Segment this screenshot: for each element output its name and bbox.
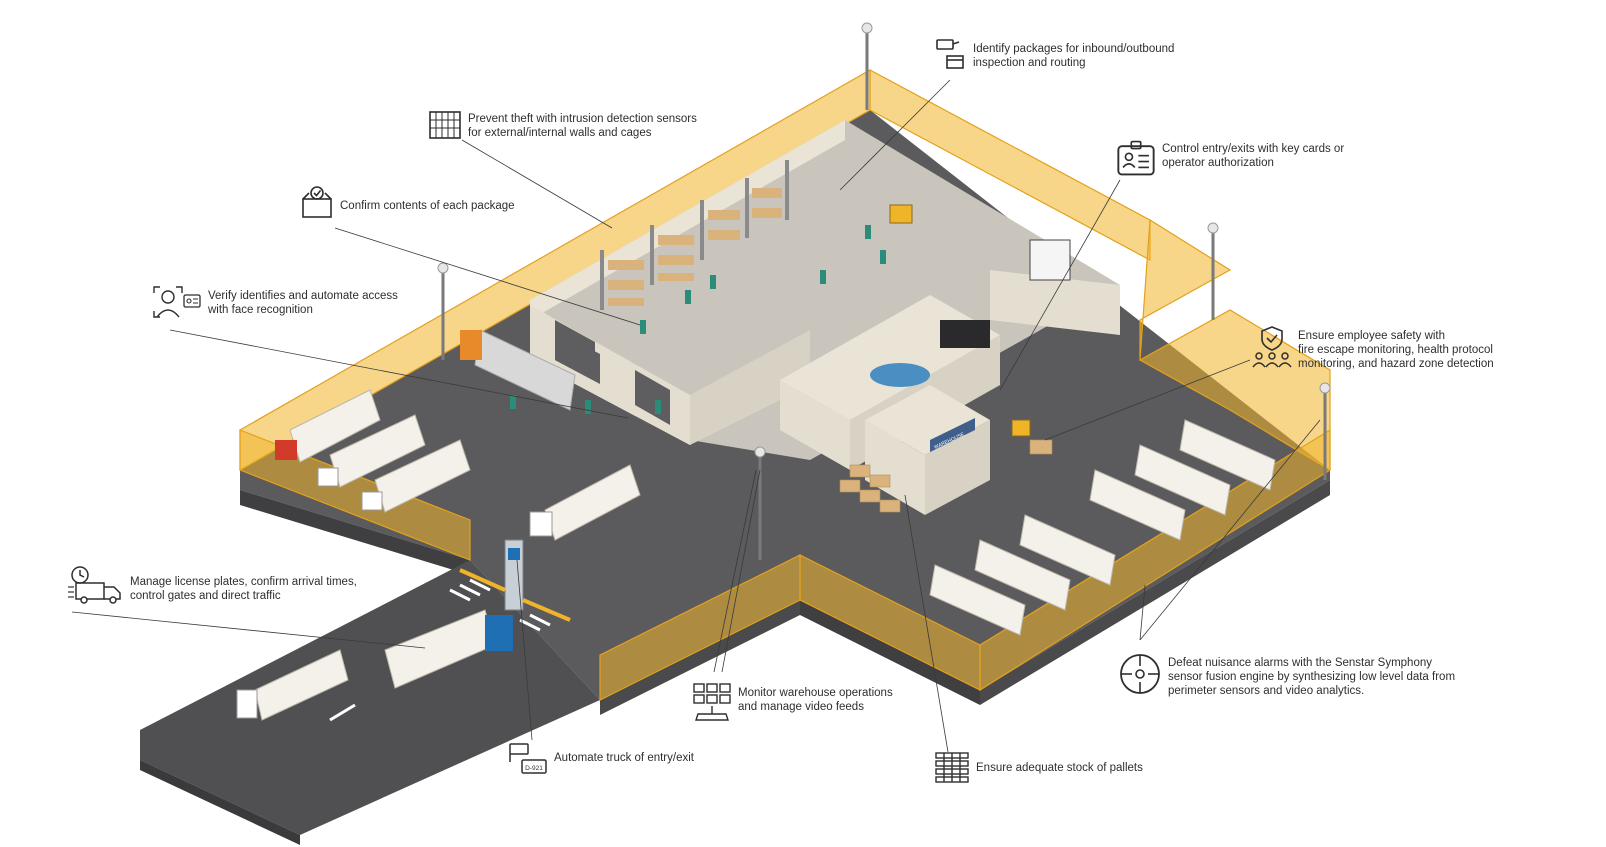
road-trucks — [236, 609, 513, 721]
parked-trailers-left — [275, 389, 471, 513]
callout-text: Monitor warehouse operations and manage … — [738, 687, 893, 713]
camera-plate-icon: D-921 — [509, 743, 547, 774]
callout-text: Defeat nuisance alarms with the Senstar … — [1168, 657, 1456, 697]
crosshair-icon — [1120, 654, 1160, 694]
pallet-stack-icon — [935, 752, 969, 783]
fence-sensor-icon — [429, 111, 461, 139]
callout-license-plates: Manage license plates, confirm arrival t… — [68, 565, 357, 605]
callout-text: Automate truck of entry/exit — [554, 752, 694, 764]
callout-text: Prevent theft with intrusion detection s… — [468, 113, 697, 139]
callout-identify-packages: Identify packages for inbound/outbound i… — [933, 38, 1174, 72]
callout-employee-safety: Ensure employee safety with fire escape … — [1252, 325, 1494, 371]
video-wall-icon — [693, 683, 731, 721]
yard-truck — [529, 464, 641, 541]
callout-automate-truck: D-921 Automate truck of entry/exit — [506, 740, 694, 776]
light-poles — [441, 30, 1327, 560]
callout-monitor-ops: Monitor warehouse operations and manage … — [692, 682, 893, 724]
callout-control-entry: Control entry/exits with key cards or op… — [1116, 138, 1344, 178]
gate-kiosk — [459, 539, 571, 622]
callout-text: Confirm contents of each package — [340, 200, 515, 212]
callout-pallet-stock: Ensure adequate stock of pallets — [934, 750, 1143, 786]
callout-confirm-contents: Confirm contents of each package — [300, 185, 515, 219]
shield-people-icon — [1252, 326, 1292, 368]
pallet-stack — [839, 439, 1053, 513]
callout-text: Verify identifies and automate access wi… — [208, 290, 398, 316]
clock-truck-icon — [68, 566, 121, 604]
callout-prevent-theft: Prevent theft with intrusion detection s… — [428, 108, 697, 142]
callout-verify-identities: Verify identifies and automate access wi… — [152, 285, 398, 319]
callout-text: Ensure adequate stock of pallets — [976, 762, 1143, 774]
warehouse-building: WAREHOUSE — [530, 120, 1120, 515]
face-recognition-icon — [153, 286, 201, 318]
forklifts — [889, 204, 1031, 437]
perimeter-fence — [239, 68, 1331, 701]
callout-nuisance-alarms: Defeat nuisance alarms with the Senstar … — [1118, 652, 1455, 698]
callout-text: Ensure employee safety with fire escape … — [1298, 330, 1494, 370]
parked-trailers-right — [929, 419, 1276, 636]
callout-text: Manage license plates, confirm arrival t… — [130, 576, 357, 602]
callout-text: Control entry/exits with key cards or op… — [1162, 143, 1345, 169]
light-heads — [437, 22, 1331, 458]
callout-text: Identify packages for inbound/outbound i… — [973, 43, 1175, 69]
package-check-icon — [302, 186, 332, 218]
license-plate-text: D-921 — [525, 765, 543, 772]
camera-package-icon — [936, 39, 964, 69]
id-card-icon — [1117, 140, 1155, 176]
callout-leader-lines — [71, 79, 1321, 753]
dock-truck — [460, 329, 576, 411]
